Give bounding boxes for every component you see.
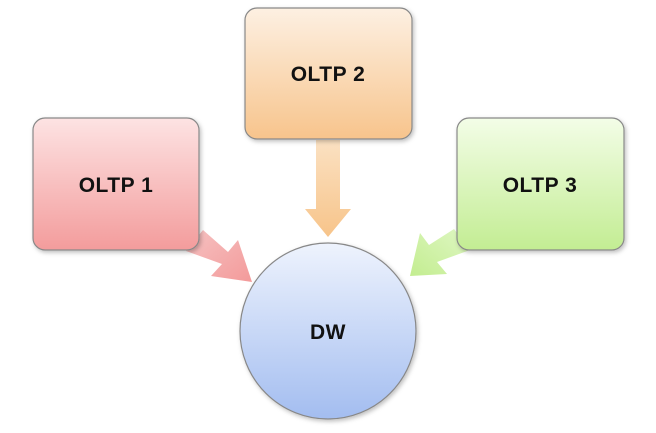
target-dw-circle: DW <box>239 242 417 420</box>
source-label-oltp-3: OLTP 3 <box>503 174 578 197</box>
arrow-oltp2-to-dw <box>305 140 351 237</box>
source-box-oltp-3: OLTP 3 <box>456 117 625 251</box>
arrow-oltp1-to-dw <box>186 230 252 282</box>
source-label-oltp-2: OLTP 2 <box>291 63 366 86</box>
source-box-oltp-1: OLTP 1 <box>32 117 200 251</box>
source-box-oltp-2: OLTP 2 <box>244 7 413 140</box>
arrow-oltp3-to-dw <box>410 229 470 276</box>
target-label-dw: DW <box>310 321 346 344</box>
source-label-oltp-1: OLTP 1 <box>79 174 154 197</box>
